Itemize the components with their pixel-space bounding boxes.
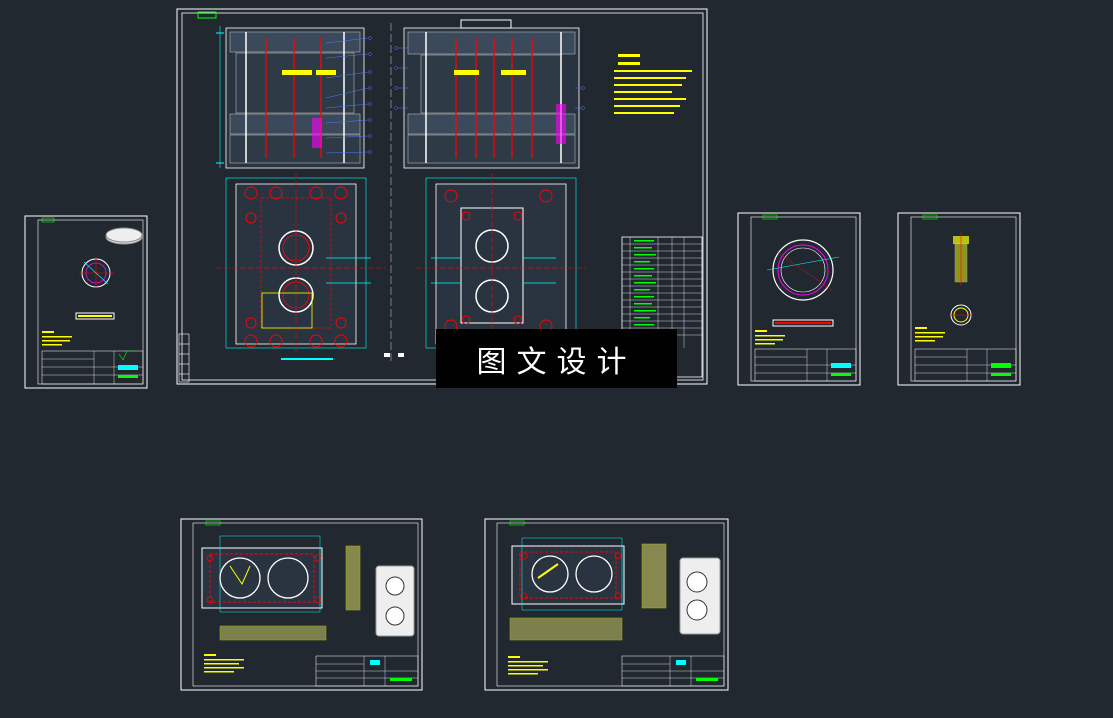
part-sheet-ring[interactable] [737,212,861,386]
part-sheet-left[interactable] [24,215,148,389]
part-sheet-pin[interactable] [897,212,1021,386]
cavity-plate-sheet[interactable] [180,518,424,692]
watermark-label: 图文设计 [436,329,677,388]
core-plate-sheet[interactable] [484,518,730,692]
main-assembly-sheet[interactable] [176,8,709,386]
